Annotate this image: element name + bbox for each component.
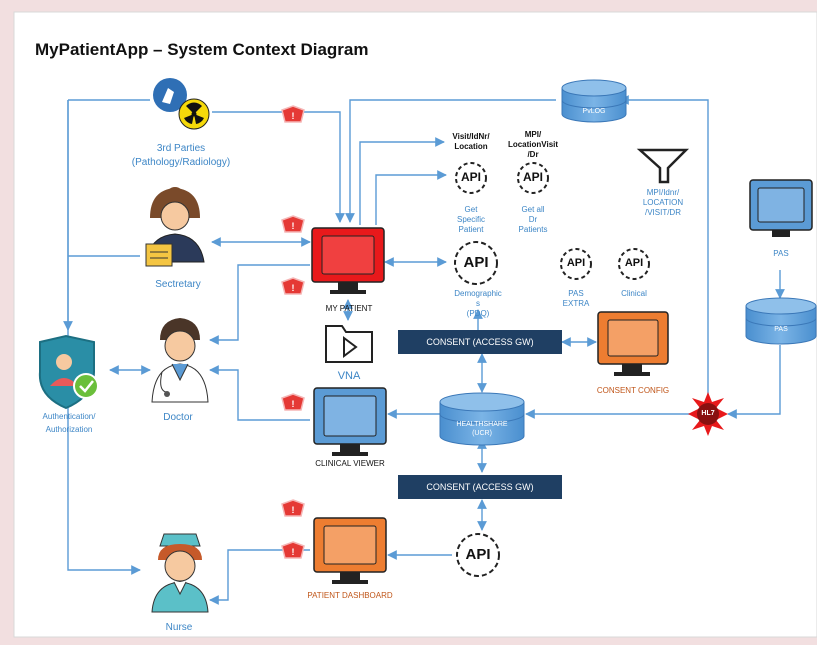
- api-demographics-text: API: [463, 254, 489, 271]
- patient-dashboard-monitor: [313, 517, 387, 584]
- svg-text:!: !: [292, 547, 295, 557]
- my-patient-monitor: [311, 227, 385, 294]
- pas-db-label: PAS: [774, 326, 788, 333]
- svg-text:!: !: [292, 399, 295, 409]
- vna-label: VNA: [337, 370, 361, 382]
- clinical-viewer-monitor: [313, 387, 387, 456]
- badge-glyphs: !!! !!!: [292, 111, 295, 557]
- vna-folder-icon: [325, 325, 373, 363]
- clinical-viewer-label: CLINICAL VIEWER: [315, 459, 385, 468]
- secretary-label: Sectretary: [155, 279, 201, 290]
- svg-text:!: !: [292, 505, 295, 515]
- security-badges: [281, 105, 305, 559]
- filter-label: MPI/Idnr/ LOCATION /VISIT/DR: [642, 188, 684, 217]
- healthshare-label: HEALTHSHARE (UCR): [456, 421, 508, 437]
- consent-gateway-bottom: [398, 475, 562, 499]
- api-clinical-text: API: [624, 257, 644, 269]
- hl7-label: HL7: [701, 410, 715, 417]
- pas-monitor: [749, 179, 813, 237]
- get-all-label: Get all Dr Patients: [518, 205, 548, 234]
- pas-monitor-label: PAS: [773, 249, 789, 258]
- demographics-label: Demographic s (PDQ): [454, 289, 502, 318]
- api-dashboard-text: API: [465, 546, 491, 563]
- api-pas-extra-text: API: [566, 257, 586, 269]
- healthshare-database: [439, 392, 525, 446]
- auth-shield-icon: [38, 334, 99, 410]
- page-title: MyPatientApp – System Context Diagram: [35, 40, 369, 59]
- pas-extra-label: PAS EXTRA: [562, 289, 590, 308]
- consent-config-label: CONSENT CONFIG: [596, 386, 670, 395]
- mpi-api-title: MPI/ LocationVisit /Dr: [507, 130, 559, 159]
- consent-config-monitor: [597, 311, 669, 376]
- auth-label: Authentication/ Authorization: [42, 412, 96, 434]
- nurse-icon: [151, 533, 209, 613]
- svg-text:!: !: [292, 111, 295, 121]
- svg-text:!: !: [292, 221, 295, 231]
- visit-api-title: Visit/IdNr/ Location: [452, 132, 490, 151]
- svg-text:!: !: [292, 283, 295, 293]
- api-visit-text: API: [460, 170, 482, 184]
- pvlog-database: [561, 79, 627, 123]
- api-gears: [454, 162, 650, 577]
- third-parties-label: 3rd Parties (Pathology/Radiology): [131, 143, 231, 168]
- clinical-api-label: Clinical: [621, 289, 647, 298]
- api-mpi-text: API: [522, 170, 544, 184]
- doctor-label: Doctor: [163, 412, 193, 423]
- consent-top-label: CONSENT (ACCESS GW): [426, 337, 534, 347]
- nurse-label: Nurse: [165, 622, 193, 633]
- secretary-icon: [145, 187, 205, 267]
- diagram-frame: [13, 11, 817, 638]
- connectors: [63, 95, 785, 605]
- hl7-icon: [688, 392, 728, 436]
- third-parties-icon: [153, 78, 210, 130]
- filter-icon: [636, 148, 690, 184]
- consent-gateway-top: [398, 330, 562, 354]
- get-specific-label: Get Specific Patient: [456, 205, 486, 234]
- pas-database: [745, 297, 817, 345]
- consent-bottom-label: CONSENT (ACCESS GW): [426, 482, 534, 492]
- pvlog-label: PvLOG: [582, 108, 606, 115]
- doctor-icon: [151, 318, 209, 403]
- my-patient-label: MY PATIENT: [325, 304, 373, 313]
- patient-dashboard-label: PATIENT DASHBOARD: [307, 591, 393, 600]
